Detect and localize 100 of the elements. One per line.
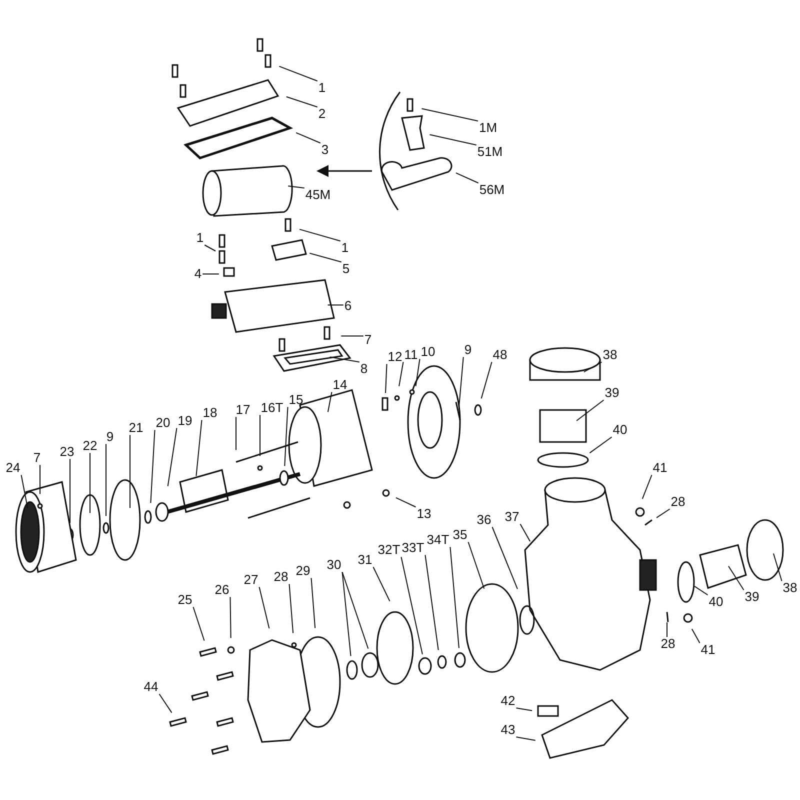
leader-line — [192, 606, 205, 642]
leader-line — [772, 553, 782, 582]
callout-number: 51M — [476, 145, 504, 159]
leader-line — [150, 430, 156, 504]
callout-number: 45M — [304, 188, 332, 202]
callout-number: 12 — [386, 350, 404, 364]
callout-number: 56M — [478, 183, 506, 197]
leader-line — [429, 134, 477, 146]
leader-line — [286, 96, 318, 108]
callout-number: 41 — [652, 461, 668, 475]
callout-number: 15 — [288, 393, 304, 407]
leader-line — [589, 436, 612, 454]
leader-line — [691, 628, 700, 644]
callout-number: 6 — [343, 299, 353, 313]
callout-number: 39 — [744, 590, 760, 604]
callout-number: 37 — [504, 510, 520, 524]
callout-number: 10 — [420, 345, 436, 359]
callout-number: 43 — [500, 723, 516, 737]
callout-number: 14 — [332, 378, 348, 392]
leader-line — [196, 420, 202, 477]
callout-number: 7 — [32, 451, 42, 465]
leader-line — [458, 356, 464, 407]
callout-number: 7 — [363, 333, 373, 347]
leader-line — [310, 578, 316, 629]
leader-line — [576, 400, 604, 422]
leader-line — [342, 572, 369, 650]
leader-line — [450, 546, 460, 649]
leader-line — [342, 572, 352, 657]
leader-line — [309, 252, 342, 262]
callout-number: 38 — [782, 581, 798, 595]
leader-line — [424, 554, 439, 651]
callout-number: 9 — [463, 343, 473, 357]
leader-line — [158, 694, 172, 714]
leader-line — [480, 362, 492, 399]
leader-line — [258, 586, 270, 629]
leader-line — [516, 708, 533, 712]
callout-number: 8 — [359, 362, 369, 376]
callout-number: 1M — [478, 121, 498, 135]
leader-line — [299, 228, 341, 242]
callout-number: 25 — [176, 593, 194, 607]
callout-number: 27 — [242, 573, 260, 587]
leader-line — [666, 622, 668, 638]
callout-number: 23 — [58, 445, 76, 459]
leader-line — [694, 586, 708, 596]
callout-number: 19 — [176, 414, 194, 428]
leader-line — [230, 596, 232, 638]
leader-line — [492, 526, 518, 590]
leader-line — [398, 362, 404, 387]
leader-line — [327, 304, 344, 306]
leader-line — [400, 556, 423, 655]
callout-number: 5 — [341, 262, 351, 276]
callout-number: 22 — [82, 439, 98, 453]
leader-line — [421, 108, 478, 122]
leader-line — [278, 66, 318, 82]
callout-number: 44 — [142, 680, 160, 694]
callout-number: 42 — [500, 694, 516, 708]
leader-line — [167, 428, 178, 487]
callout-number: 31 — [356, 553, 374, 567]
leader-line — [288, 186, 305, 188]
callout-number: 40 — [708, 595, 724, 609]
leader-line — [468, 542, 485, 590]
callout-number: 1 — [317, 81, 327, 95]
callout-number: 39 — [604, 386, 620, 400]
callout-number: 34T — [426, 533, 450, 547]
leader-line — [296, 132, 321, 144]
leader-line — [288, 584, 294, 634]
callout-number: 28 — [670, 495, 686, 509]
callout-number: 1 — [340, 241, 350, 255]
leader-line — [455, 172, 479, 184]
callout-number: 24 — [4, 461, 22, 475]
callout-number: 41 — [700, 643, 716, 657]
callout-number: 35 — [452, 528, 468, 542]
callout-number: 9 — [105, 430, 115, 444]
callout-number: 4 — [193, 267, 203, 281]
leader-line — [372, 566, 390, 602]
leader-line — [520, 524, 531, 542]
callout-number: 29 — [294, 564, 312, 578]
callout-number: 11 — [403, 348, 419, 362]
callout-number: 16T — [260, 401, 284, 415]
callout-number: 32T — [376, 543, 402, 557]
callout-number: 26 — [214, 583, 230, 597]
leader-line — [20, 474, 28, 509]
leader-line — [284, 406, 288, 467]
callout-number: 33T — [400, 541, 426, 555]
leader-line — [656, 508, 670, 518]
callout-number: 48 — [492, 348, 508, 362]
callout-number: 3 — [320, 143, 330, 157]
leader-line — [327, 392, 332, 412]
callout-number: 40 — [612, 423, 628, 437]
leader-line — [583, 362, 602, 372]
leader-line — [385, 364, 388, 394]
callout-number: 30 — [326, 558, 342, 572]
callout-number: 13 — [416, 507, 432, 521]
callout-number: 36 — [476, 513, 492, 527]
callout-number: 17 — [234, 403, 252, 417]
leader-line — [516, 736, 536, 741]
callout-number: 28 — [660, 637, 676, 651]
callout-number: 20 — [154, 416, 172, 430]
leader-line — [642, 474, 652, 500]
callout-number: 38 — [602, 348, 618, 362]
